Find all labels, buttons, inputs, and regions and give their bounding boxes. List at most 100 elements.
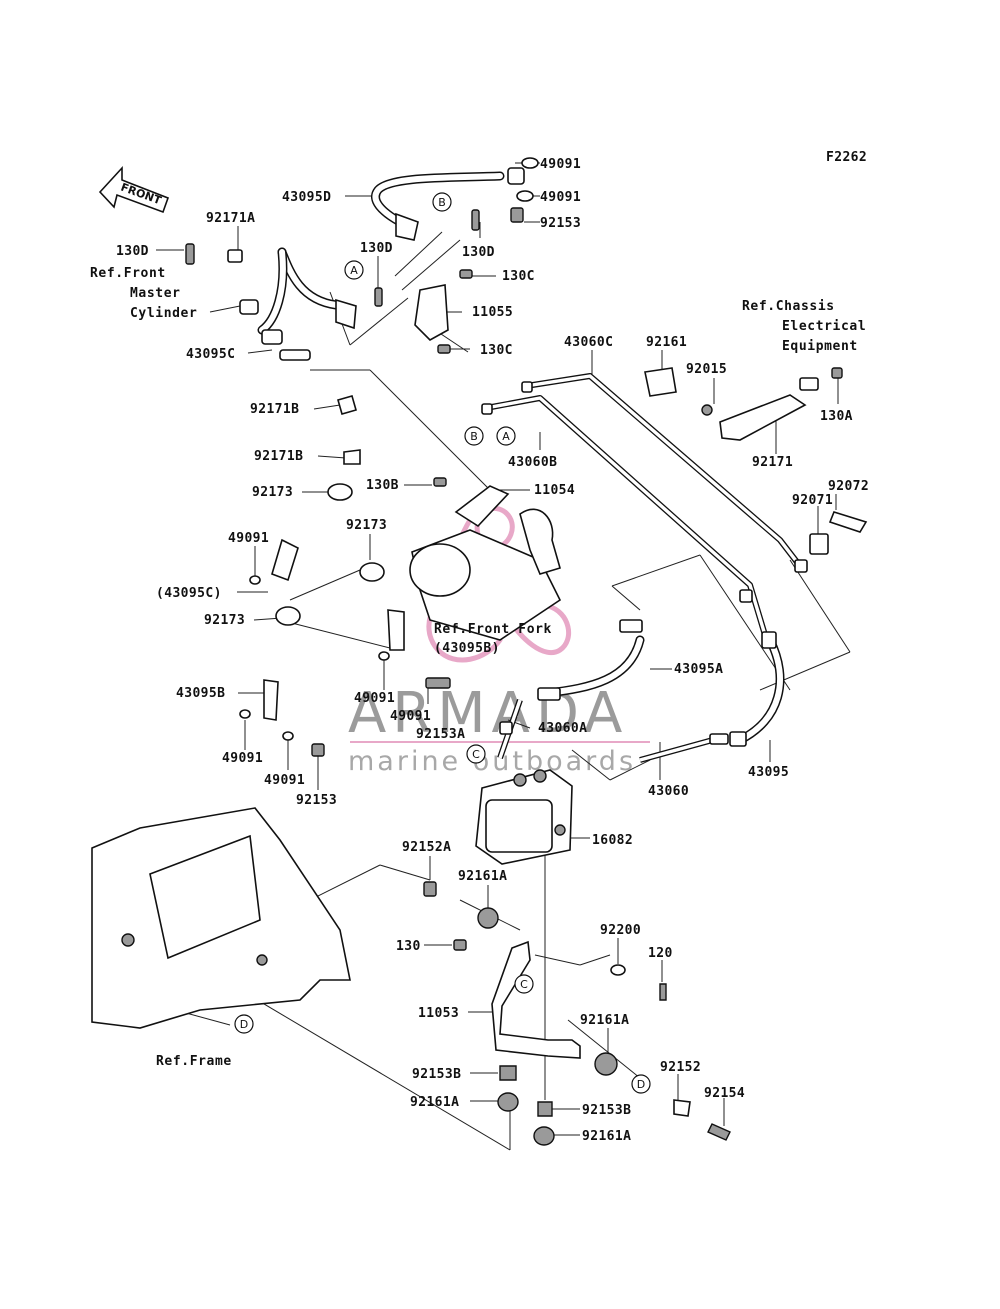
fitting-icon <box>261 329 283 345</box>
callout-c-bracket: C <box>514 974 534 994</box>
frame-opening-icon <box>149 834 261 960</box>
pipe-nut-icon <box>521 381 533 393</box>
bolt-icon <box>437 344 451 354</box>
svg-text:A: A <box>350 264 358 277</box>
damper-icon <box>533 1126 555 1146</box>
svg-text:D: D <box>637 1078 645 1091</box>
label-49091: 49091 <box>222 751 263 766</box>
label-92173: 92173 <box>252 485 293 500</box>
label-43095c-ref: (43095C) <box>156 586 222 601</box>
reference-notes: Ref.Front Master Cylinder Ref.Chassis El… <box>90 266 866 1069</box>
svg-text:D: D <box>240 1018 248 1031</box>
ref-front-master-line2: Master <box>130 286 181 301</box>
gasket-icon <box>282 731 294 741</box>
label-92154: 92154 <box>704 1086 745 1101</box>
hose-fitting-icon <box>537 687 561 701</box>
ref-frame: Ref.Frame <box>156 1054 232 1069</box>
ref-front-master-line3: Cylinder <box>130 306 197 321</box>
fitting-icon <box>279 349 311 361</box>
label-92161a: 92161A <box>580 1013 629 1028</box>
label-11054: 11054 <box>534 483 575 498</box>
abs-bracket-icon <box>491 940 581 1059</box>
label-43095c: 43095C <box>186 347 235 362</box>
pipe-nut-icon <box>499 721 513 735</box>
part-labels: F2262 49091 43095D 49091 92153 92171A 13… <box>116 150 869 1144</box>
label-92173: 92173 <box>346 518 387 533</box>
svg-text:C: C <box>520 978 528 991</box>
bolt-icon <box>471 209 480 231</box>
grommet-icon <box>701 404 713 416</box>
label-92161a: 92161A <box>582 1129 631 1144</box>
clamp-icon <box>327 483 353 501</box>
gasket-icon <box>249 575 261 585</box>
label-49091: 49091 <box>264 773 305 788</box>
label-130d: 130D <box>116 244 149 259</box>
bolt-icon <box>374 287 383 307</box>
pipe-nut-icon <box>481 403 493 415</box>
label-92072: 92072 <box>828 479 869 494</box>
callout-d-bolt: D <box>631 1074 651 1094</box>
banjo-bolt-icon <box>311 743 325 757</box>
ref-chassis-line3: Equipment <box>782 339 858 354</box>
hose-fitting-icon <box>271 538 299 582</box>
label-49091: 49091 <box>540 157 581 172</box>
label-49091: 49091 <box>390 709 431 724</box>
washer-icon <box>610 964 626 976</box>
label-92171b: 92171B <box>254 449 303 464</box>
bolt-icon <box>433 477 447 487</box>
clip-icon <box>343 449 361 465</box>
label-130a: 130A <box>820 409 853 424</box>
bolt-icon <box>423 881 437 897</box>
abs-port-icon <box>533 769 547 783</box>
callout-a-upper: A <box>344 260 364 280</box>
banjo-bolt-icon <box>425 677 451 689</box>
bolt-icon <box>831 367 843 379</box>
clamp-icon <box>275 606 301 626</box>
damper-icon <box>594 1052 618 1076</box>
clip-icon <box>337 395 357 415</box>
bolt-icon <box>185 243 195 265</box>
svg-text:C: C <box>472 748 480 761</box>
fork-tube-icon <box>409 543 471 597</box>
svg-text:A: A <box>502 430 510 443</box>
large-components <box>91 508 581 1059</box>
banjo-bolt-icon <box>510 207 524 223</box>
gasket-icon <box>516 190 534 202</box>
abs-unit-face <box>485 799 553 853</box>
label-11053: 11053 <box>418 1006 459 1021</box>
plug-icon <box>828 511 868 533</box>
label-11055: 11055 <box>472 305 513 320</box>
label-43060: 43060 <box>648 784 689 799</box>
label-92171: 92171 <box>752 455 793 470</box>
label-130: 130 <box>396 939 421 954</box>
label-43095d: 43095D <box>282 190 331 205</box>
leader-lines <box>156 162 851 1151</box>
damper-icon <box>477 907 499 929</box>
bracket-icon <box>454 485 510 528</box>
gasket-icon <box>239 709 251 719</box>
label-130c: 130C <box>480 343 513 358</box>
label-43060b: 43060B <box>508 455 557 470</box>
screw-icon <box>659 983 667 1001</box>
abs-port-icon <box>513 773 527 787</box>
label-16082: 16082 <box>592 833 633 848</box>
bolt-icon <box>673 1099 691 1117</box>
fork-tube-icon <box>519 508 561 575</box>
frame-hole-icon <box>121 933 135 947</box>
joint-icon <box>335 298 357 330</box>
label-92153b: 92153B <box>412 1067 461 1082</box>
hose-fitting-icon <box>507 167 525 185</box>
joint-icon <box>395 212 419 241</box>
front-arrow-icon: FRONT <box>98 165 170 214</box>
bolt-icon <box>453 939 467 951</box>
label-92153b: 92153B <box>582 1103 631 1118</box>
label-49091: 49091 <box>540 190 581 205</box>
pipe-nut-icon <box>794 559 808 573</box>
label-92071: 92071 <box>792 493 833 508</box>
fitting-icon <box>239 299 259 315</box>
collar-icon <box>537 1101 553 1117</box>
label-130c: 130C <box>502 269 535 284</box>
label-43095: 43095 <box>748 765 789 780</box>
label-92200: 92200 <box>600 923 641 938</box>
